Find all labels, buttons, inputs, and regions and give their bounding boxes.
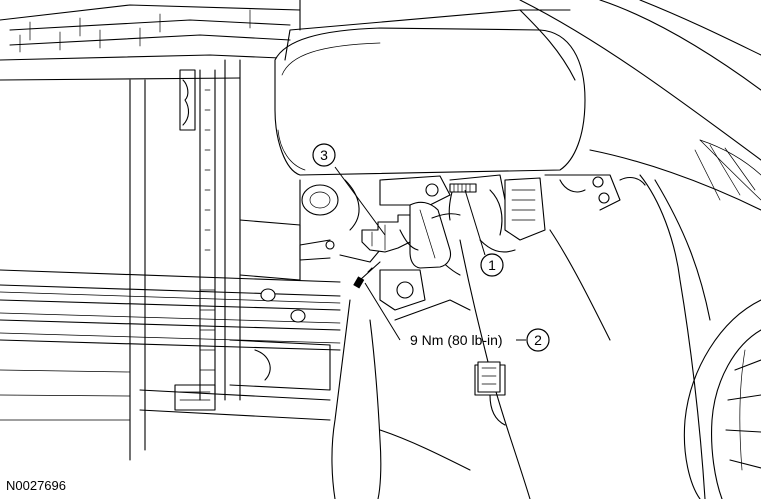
headlamp-housing	[274, 0, 586, 176]
figure-id: N0027696	[6, 478, 66, 493]
callout-1-circle	[480, 253, 504, 277]
fender-liner	[331, 229, 611, 499]
lower-harness-connector	[477, 361, 501, 393]
callout-2-circle	[526, 328, 550, 352]
torque-spec: 9 Nm (80 lb-in)	[410, 332, 503, 348]
bolt	[353, 261, 381, 289]
engine-compartment-detail	[299, 174, 646, 311]
wheel	[683, 139, 761, 499]
callout-2-leader	[364, 282, 401, 341]
callout-3-leader	[334, 166, 386, 236]
callout-2: 9 Nm (80 lb-in) 2	[364, 282, 550, 352]
callout-1-leader	[464, 189, 486, 256]
callout-3-number: 3	[320, 147, 328, 163]
vertical-bracket	[199, 269, 216, 401]
callout-1-number: 1	[488, 257, 496, 273]
callout-1: 1	[464, 189, 504, 277]
callout-3-circle	[312, 143, 336, 167]
electrical-connector	[448, 183, 477, 221]
callout-3: 3	[312, 143, 386, 236]
fender-outline	[519, 0, 761, 499]
callout-2-number: 2	[534, 332, 542, 348]
radiator-support	[0, 4, 341, 461]
impact-sensor	[361, 201, 461, 269]
